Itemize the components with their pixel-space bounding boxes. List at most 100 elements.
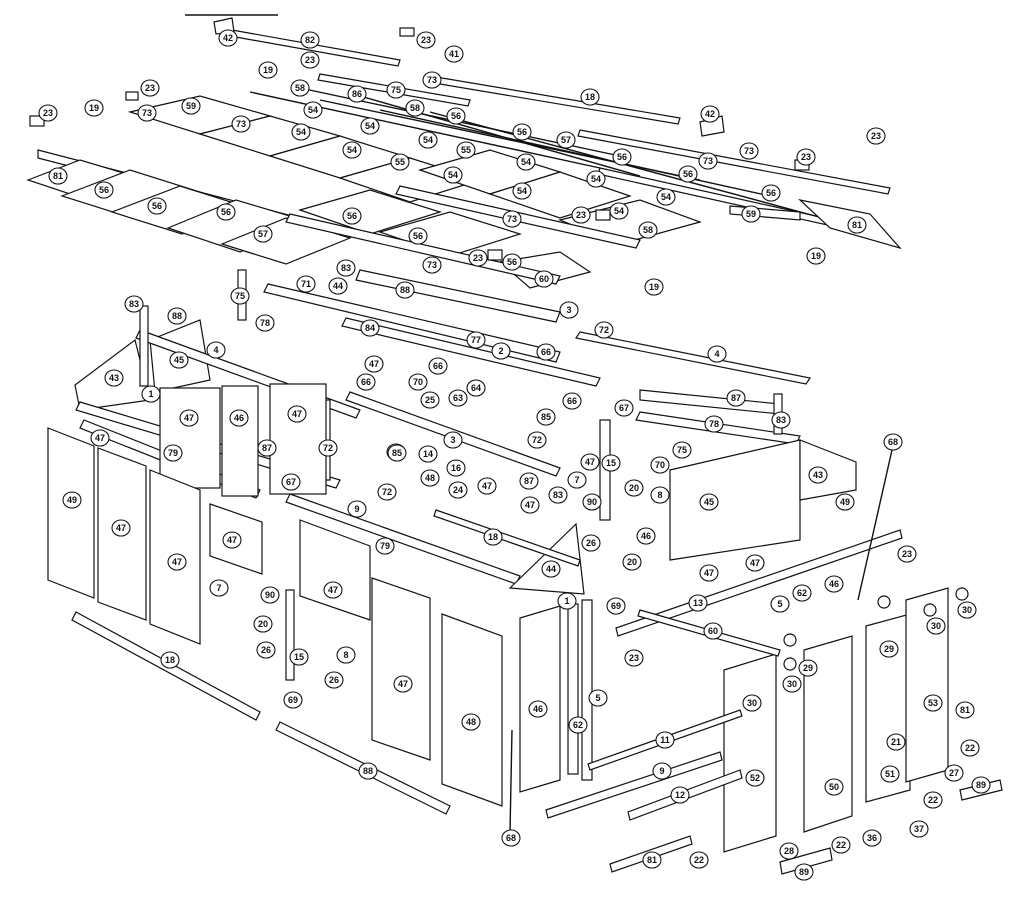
callout-balloon: 64 xyxy=(466,379,486,397)
callout-label: 66 xyxy=(567,396,577,406)
callout-circle xyxy=(443,431,463,449)
callout-balloon: 59 xyxy=(741,205,761,223)
callout-circle xyxy=(347,85,367,103)
callout-circle xyxy=(448,481,468,499)
callout-circle xyxy=(650,486,670,504)
callout-balloon: 75 xyxy=(386,81,406,99)
callout-balloon: 83 xyxy=(124,295,144,313)
callout-label: 56 xyxy=(152,201,162,211)
callout-label: 88 xyxy=(172,311,182,321)
callout-balloon: 56 xyxy=(147,197,167,215)
callout-label: 54 xyxy=(591,174,601,184)
callout-label: 83 xyxy=(341,263,351,273)
callout-balloon: 47 xyxy=(111,519,131,537)
callout-circle xyxy=(862,829,882,847)
callout-label: 8 xyxy=(657,490,662,500)
callout-balloon: 81 xyxy=(48,167,68,185)
callout-label: 36 xyxy=(867,833,877,843)
callout-circle xyxy=(491,342,511,360)
callout-label: 4 xyxy=(213,345,218,355)
roof-brace xyxy=(429,111,831,221)
callout-balloon: 9 xyxy=(347,500,367,518)
roof-brace xyxy=(379,109,771,197)
callout-balloon: 60 xyxy=(534,270,554,288)
callout-label: 69 xyxy=(288,695,298,705)
callout-circle xyxy=(387,444,407,462)
callout-label: 11 xyxy=(660,735,670,745)
track-13 xyxy=(615,529,903,637)
callout-balloon: 52 xyxy=(745,769,765,787)
callout-circle xyxy=(360,117,380,135)
callout-circle xyxy=(670,786,690,804)
callout-circle xyxy=(181,97,201,115)
callout-label: 1 xyxy=(148,389,153,399)
callout-circle xyxy=(782,675,802,693)
callout-circle xyxy=(926,617,946,635)
callout-label: 20 xyxy=(258,619,268,629)
callout-label: 23 xyxy=(871,131,881,141)
bracket-23 xyxy=(595,209,611,221)
post-83-left xyxy=(139,305,149,387)
callout-balloon: 54 xyxy=(516,153,536,171)
callout-balloon: 47 xyxy=(323,581,343,599)
callout-circle xyxy=(163,444,183,462)
callout-balloon: 56 xyxy=(94,181,114,199)
callout-label: 20 xyxy=(629,483,639,493)
callout-circle xyxy=(886,733,906,751)
callout-balloon: 83 xyxy=(336,259,356,277)
callout-circle xyxy=(418,445,438,463)
callout-balloon: 47 xyxy=(393,675,413,693)
callout-label: 72 xyxy=(382,487,392,497)
callout-label: 60 xyxy=(708,626,718,636)
callout-circle xyxy=(420,391,440,409)
callout-balloon: 30 xyxy=(742,694,762,712)
callout-label: 58 xyxy=(643,225,653,235)
callout-balloon: 82 xyxy=(300,31,320,49)
callout-circle xyxy=(909,820,929,838)
callout-circle xyxy=(808,466,828,484)
callout-label: 53 xyxy=(928,698,938,708)
callout-balloon: 90 xyxy=(260,586,280,604)
callout-circle xyxy=(650,456,670,474)
callout-balloon: 90 xyxy=(582,493,602,511)
callout-label: 42 xyxy=(705,109,715,119)
callout-label: 67 xyxy=(286,477,296,487)
callout-label: 59 xyxy=(746,209,756,219)
callout-balloon: 59 xyxy=(181,97,201,115)
callout-label: 23 xyxy=(902,549,912,559)
callout-label: 12 xyxy=(675,790,685,800)
callout-label: 68 xyxy=(506,833,516,843)
callout-label: 82 xyxy=(305,35,315,45)
callout-balloon: 78 xyxy=(704,415,724,433)
callout-circle xyxy=(364,355,384,373)
callout-label: 56 xyxy=(99,185,109,195)
callout-circle xyxy=(559,301,579,319)
callout-circle xyxy=(256,641,276,659)
callout-balloon: 83 xyxy=(771,411,791,429)
callout-circle xyxy=(562,392,582,410)
callout-balloon: 72 xyxy=(594,321,614,339)
callout-circle xyxy=(586,170,606,188)
callout-circle xyxy=(336,259,356,277)
callout-circle xyxy=(375,537,395,555)
roller-30 xyxy=(923,603,937,617)
callout-circle xyxy=(428,357,448,375)
callout-label: 81 xyxy=(960,705,970,715)
callout-circle xyxy=(580,453,600,471)
callout-circle xyxy=(726,389,746,407)
callout-balloon: 54 xyxy=(303,101,323,119)
callout-circle xyxy=(90,429,110,447)
callout-circle xyxy=(688,594,708,612)
callout-label: 62 xyxy=(573,720,583,730)
callout-circle xyxy=(923,694,943,712)
callout-balloon: 23 xyxy=(571,206,591,224)
callout-balloon: 72 xyxy=(377,483,397,501)
beam-4-right xyxy=(575,331,811,385)
callout-circle xyxy=(287,405,307,423)
callout-circle xyxy=(501,829,521,847)
callout-label: 28 xyxy=(784,846,794,856)
callout-label: 22 xyxy=(694,855,704,865)
callout-balloon: 44 xyxy=(541,560,561,578)
callout-balloon: 30 xyxy=(957,601,977,619)
callout-circle xyxy=(806,247,826,265)
